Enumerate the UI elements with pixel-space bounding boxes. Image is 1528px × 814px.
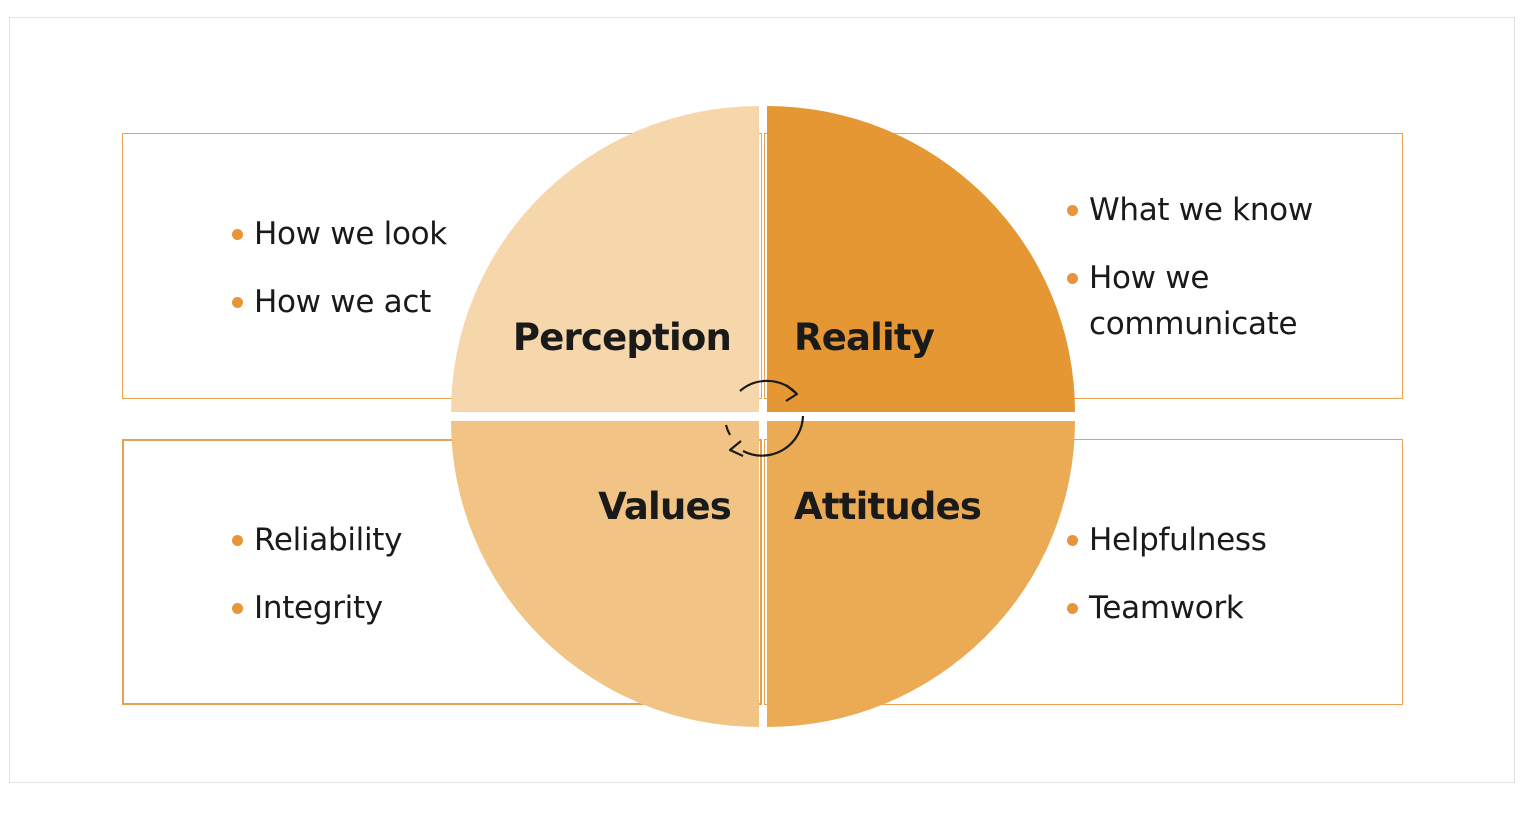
- bullet-dot-icon: [232, 603, 243, 614]
- reality-list: What we know How we communicate: [1067, 187, 1329, 369]
- list-item-text: What we know: [1089, 192, 1313, 228]
- list-item: How we communicate: [1067, 255, 1329, 347]
- values-quadrant: [451, 421, 759, 727]
- bullet-dot-icon: [1067, 535, 1078, 546]
- bullet-dot-icon: [1067, 603, 1078, 614]
- list-item: Teamwork: [1067, 585, 1267, 631]
- attitudes-quadrant: [767, 421, 1075, 727]
- list-item: Integrity: [232, 585, 402, 631]
- list-item: Helpfulness: [1067, 517, 1267, 563]
- list-item: Reliability: [232, 517, 402, 563]
- list-item-text: Helpfulness: [1089, 522, 1267, 558]
- list-item: How we act: [232, 279, 447, 325]
- bullet-dot-icon: [232, 297, 243, 308]
- bullet-dot-icon: [1067, 273, 1078, 284]
- attitudes-list: Helpfulness Teamwork: [1067, 517, 1267, 653]
- list-item-text: Integrity: [254, 590, 383, 626]
- list-item-text: How we act: [254, 284, 431, 320]
- perception-label: Perception: [512, 316, 732, 359]
- values-list: Reliability Integrity: [232, 517, 402, 653]
- values-label: Values: [598, 485, 732, 528]
- attitudes-label: Attitudes: [794, 485, 982, 528]
- list-item: What we know: [1067, 187, 1329, 233]
- list-item-text: How we look: [254, 216, 447, 252]
- diagram-frame: [9, 17, 1515, 783]
- list-item-text: Reliability: [254, 522, 403, 558]
- bullet-dot-icon: [232, 229, 243, 240]
- reality-quadrant: [767, 106, 1075, 412]
- list-item-text: How we communicate: [1089, 260, 1298, 342]
- cycle-arrows-icon: [724, 379, 805, 457]
- bullet-dot-icon: [232, 535, 243, 546]
- reality-label: Reality: [794, 316, 935, 359]
- perception-list: How we look How we act: [232, 211, 447, 347]
- perception-quadrant: [451, 106, 759, 412]
- bullet-dot-icon: [1067, 205, 1078, 216]
- list-item: How we look: [232, 211, 447, 257]
- list-item-text: Teamwork: [1089, 590, 1244, 626]
